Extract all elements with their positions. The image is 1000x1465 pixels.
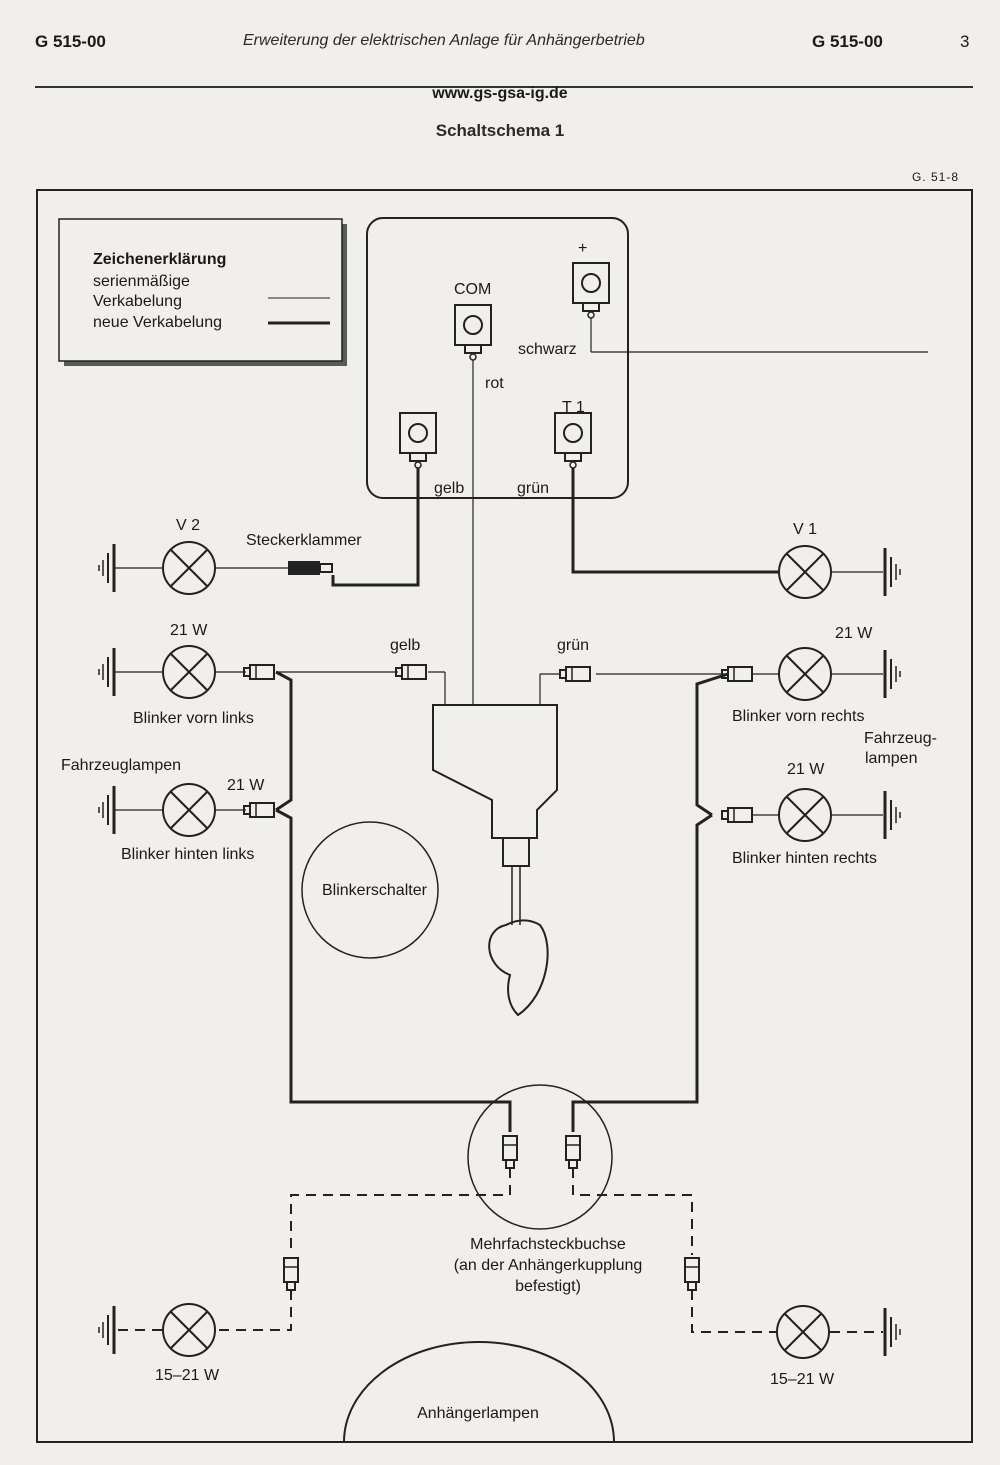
- doc-number-left: G 515-00: [35, 32, 106, 51]
- lamp-trailer-left: [162, 1303, 216, 1357]
- label-21w-front-left: 21 W: [170, 622, 208, 639]
- plug-rear-left: [243, 802, 275, 818]
- label-mehrfachsteckbuchse-3: befestigt): [515, 1278, 581, 1295]
- diagram-frame: [36, 189, 973, 1443]
- label-blinker-hinten-links: Blinker hinten links: [121, 846, 254, 863]
- ground-icon: [97, 542, 116, 594]
- label-blinker-vorn-links: Blinker vorn links: [133, 710, 254, 727]
- trailer-wiring: [114, 1168, 883, 1333]
- plug-gelb: [395, 664, 427, 680]
- doc-title: Erweiterung der elektrischen Anlage für …: [243, 32, 645, 49]
- label-fahrzeuglampen-right-1: Fahrzeug-: [864, 730, 937, 747]
- label-21w-front-right: 21 W: [835, 625, 873, 642]
- steckerklammer-connector: [288, 561, 333, 575]
- anhaengerlampen-arc: [343, 1341, 615, 1443]
- relay-rot-label: rot: [485, 375, 504, 392]
- lamp-rear-left: [162, 783, 216, 837]
- relay-box: + COM rot schwarz T 1 gelb grün: [366, 217, 629, 499]
- label-blinker-vorn-rechts: Blinker vorn rechts: [732, 708, 865, 725]
- label-gelb-wire: gelb: [390, 637, 420, 654]
- ground-icon: [97, 646, 116, 698]
- label-21w-rear-left: 21 W: [227, 777, 265, 794]
- blinkerschalter-label: Blinkerschalter: [322, 882, 428, 899]
- legend-line-2: Verkabelung: [93, 293, 182, 310]
- socket-pin-right: [565, 1135, 581, 1169]
- terminal-com: [454, 304, 492, 361]
- plug-trailer-left: [283, 1257, 299, 1291]
- doc-number-right: G 515-00: [812, 32, 883, 51]
- socket-pin-left: [502, 1135, 518, 1169]
- relay-com-label: COM: [454, 281, 491, 298]
- label-mehrfachsteckbuchse: Mehrfachsteckbuchse: [470, 1236, 626, 1253]
- ground-icon: [97, 1304, 116, 1356]
- label-fahrzeuglampen-left: Fahrzeuglampen: [61, 757, 181, 774]
- blinkerschalter-callout: [301, 821, 439, 959]
- page-number: 3: [960, 32, 970, 51]
- lamp-front-left: [162, 645, 216, 699]
- ground-icon: [883, 789, 902, 841]
- plug-gruen: [559, 666, 591, 682]
- label-anhaengerlampen: Anhängerlampen: [417, 1405, 539, 1422]
- new-wiring: [275, 468, 779, 1132]
- relay-gelb-label: gelb: [434, 480, 464, 497]
- schema-title: Schaltschema 1: [435, 121, 565, 140]
- standard-wiring: [114, 318, 928, 816]
- ground-icon: [883, 648, 902, 700]
- label-trailer-left-w: 15–21 W: [155, 1367, 220, 1384]
- terminal-plus: [572, 262, 610, 319]
- label-21w-rear-right: 21 W: [787, 761, 825, 778]
- plug-front-left: [243, 664, 275, 680]
- website-url[interactable]: www.gs-gsa-ig.de: [432, 85, 568, 102]
- terminal-gelb: [399, 412, 437, 469]
- terminal-t1: [554, 412, 592, 469]
- label-gruen-wire: grün: [557, 637, 589, 654]
- legend-box: Zeichenerklärung serienmäßige Verkabelun…: [58, 218, 347, 366]
- ground-icon: [883, 546, 902, 598]
- lamp-v1: [778, 545, 832, 599]
- plug-trailer-right: [684, 1257, 700, 1291]
- lamp-rear-right: [778, 788, 832, 842]
- legend-line-3: neue Verkabelung: [93, 314, 222, 331]
- lamp-front-right: [778, 647, 832, 701]
- turn-signal-switch: [432, 704, 558, 1017]
- plus-sign: +: [578, 240, 587, 257]
- mehrfachsteckbuchse-circle: [467, 1084, 613, 1230]
- label-fahrzeuglampen-right-2: lampen: [865, 750, 917, 767]
- figure-reference: G. 51-8: [912, 170, 960, 184]
- relay-t1-label: T 1: [562, 399, 585, 416]
- label-mehrfachsteckbuchse-2: (an der Anhängerkupplung: [454, 1257, 643, 1274]
- relay-gruen-label: grün: [517, 480, 549, 497]
- label-v2: V 2: [176, 517, 200, 534]
- header-rule: [35, 86, 973, 88]
- ground-icon: [97, 784, 116, 836]
- plug-rear-right: [721, 807, 753, 823]
- relay-schwarz-label: schwarz: [518, 341, 577, 358]
- lamp-trailer-right: [776, 1305, 830, 1359]
- label-v1: V 1: [793, 521, 817, 538]
- label-trailer-right-w: 15–21 W: [770, 1371, 835, 1388]
- legend-line-1: serienmäßige: [93, 273, 190, 290]
- label-blinker-hinten-rechts: Blinker hinten rechts: [732, 850, 877, 867]
- ground-icon: [883, 1306, 902, 1358]
- lamp-v2: [162, 541, 216, 595]
- label-steckerklammer: Steckerklammer: [246, 532, 362, 549]
- legend-title: Zeichenerklärung: [93, 251, 226, 268]
